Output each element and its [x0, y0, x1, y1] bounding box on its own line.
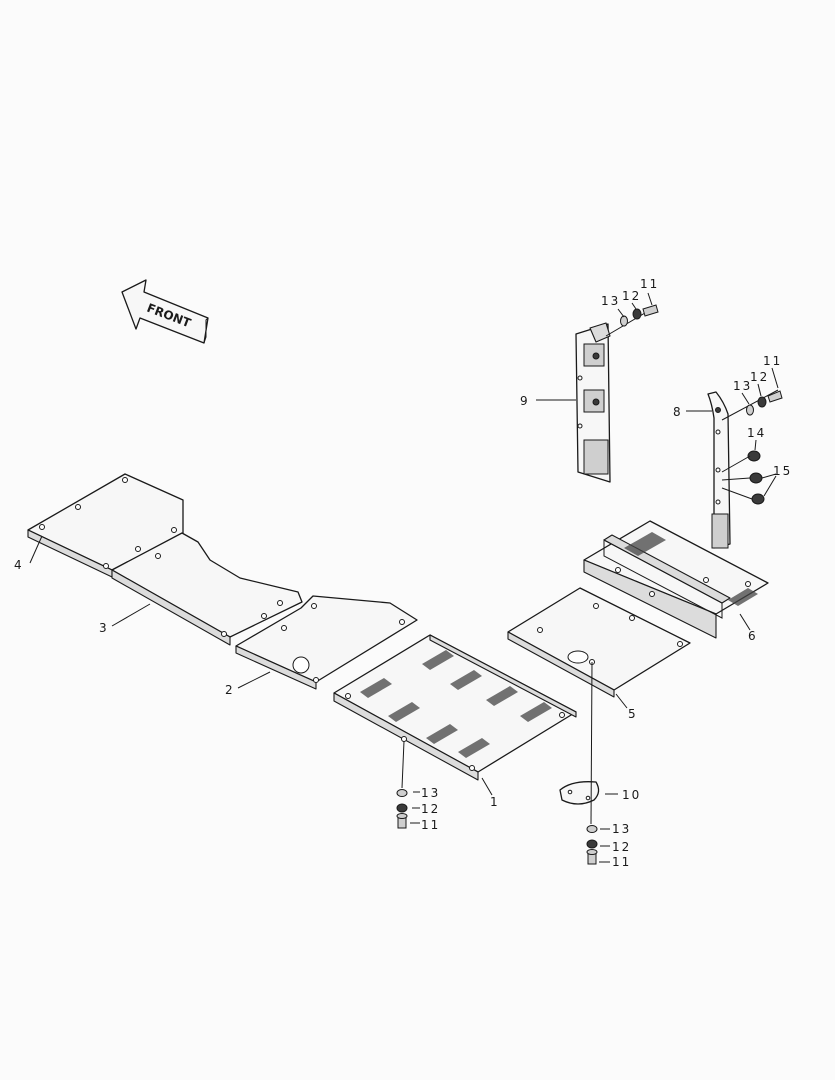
callout-10: 10	[622, 788, 641, 802]
callout-4: 4	[14, 558, 24, 572]
callout-14: 14	[747, 426, 766, 440]
callout-11-left: 11	[421, 818, 440, 832]
part-2-plate	[235, 595, 418, 690]
callout-12-left: 12	[421, 802, 440, 816]
callout-13-left: 13	[421, 786, 440, 800]
callout-13-right: 13	[612, 822, 631, 836]
part-3-plate	[111, 532, 303, 646]
part-6-plate	[583, 520, 769, 639]
callout-13-top: 13	[601, 294, 620, 308]
callout-6: 6	[748, 629, 758, 643]
part-9-bracket	[575, 322, 611, 483]
callout-12-right: 12	[612, 840, 631, 854]
part-10-cover	[559, 781, 600, 805]
callout-3: 3	[99, 621, 109, 635]
front-arrow: FRONT	[121, 279, 209, 344]
hardware	[396, 304, 783, 865]
part-1-plate	[333, 634, 577, 781]
callout-13-mid: 13	[733, 379, 752, 393]
part-1-perforations	[360, 650, 552, 758]
callout-labels: 4 3 2 1 5 6 9 8 10 13 12 11 13 12 11 13 …	[14, 277, 792, 869]
callout-9: 9	[520, 394, 530, 408]
callout-11-right: 11	[612, 855, 631, 869]
callout-15: 15	[773, 464, 792, 478]
callout-5: 5	[628, 707, 638, 721]
callout-8: 8	[673, 405, 683, 419]
callout-1: 1	[490, 795, 500, 809]
callout-12-top: 12	[622, 289, 641, 303]
part-8-bracket	[707, 391, 731, 549]
callout-2: 2	[225, 683, 235, 697]
callout-11-mid: 11	[763, 354, 782, 368]
part-5-plate	[507, 587, 691, 698]
part-4-plate	[27, 473, 184, 578]
callout-11-top: 11	[640, 277, 659, 291]
callout-12-mid: 12	[750, 370, 769, 384]
leader-lines	[29, 292, 779, 863]
